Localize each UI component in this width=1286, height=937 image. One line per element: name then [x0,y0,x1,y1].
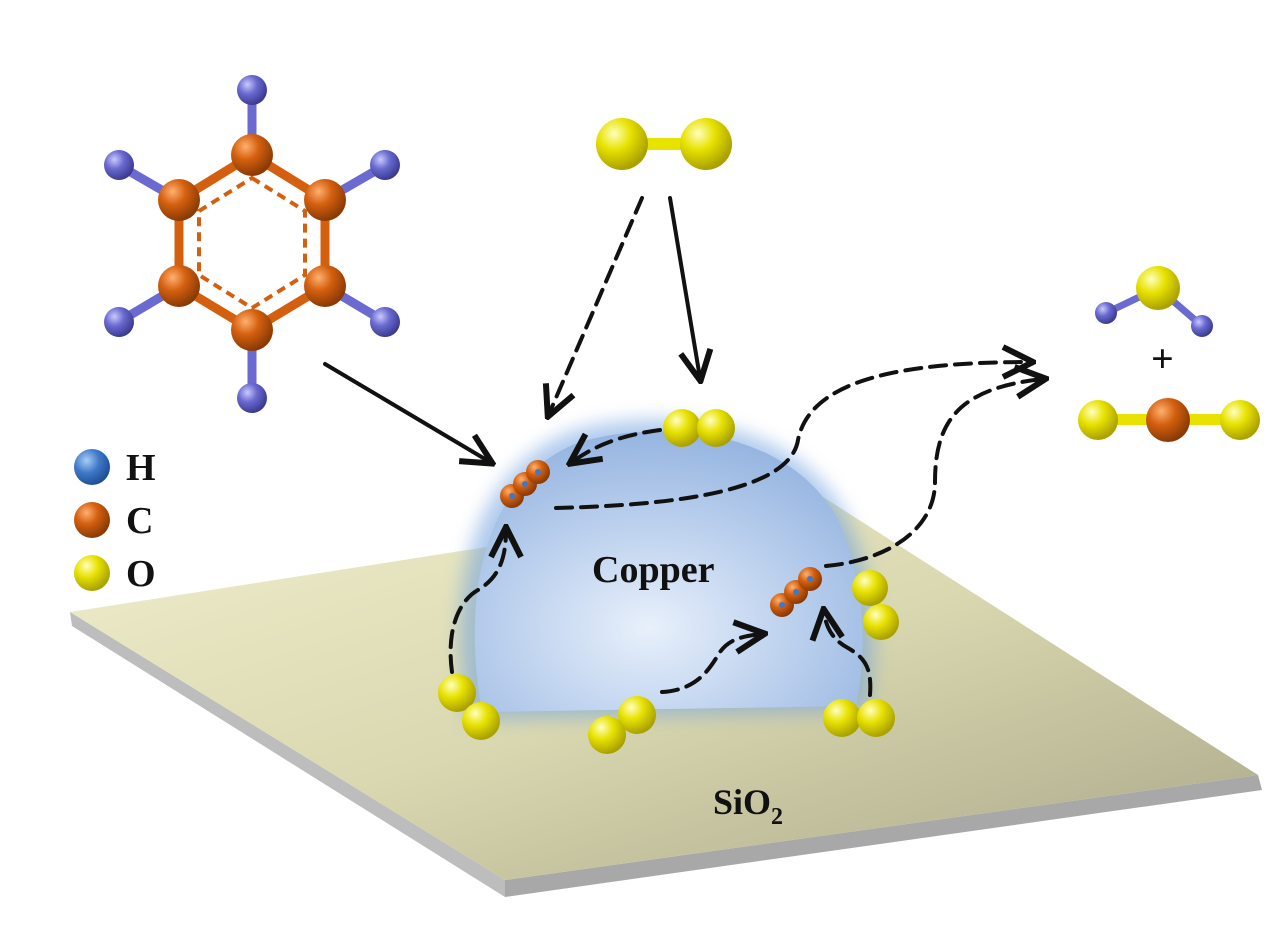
adsorbed-o2-top [663,409,735,447]
arrow-fragment-to-products-lower [824,379,1043,568]
legend-label-o: O [126,553,156,595]
c2-fragment-upper [500,460,550,508]
adsorbed-o2-middle-bottom [588,696,656,754]
carbon-atom [158,179,200,221]
hydrogen-atom [237,383,267,413]
arrow-benzene-to-copper [323,362,490,462]
substrate-side-right [505,775,1262,897]
oxygen-atom [1078,400,1118,440]
plus-sign: + [1151,336,1174,381]
reaction-arrows [323,196,1043,697]
h2o-molecule [1095,266,1213,337]
legend-swatch-o [74,555,110,591]
carbon-atom [304,265,346,307]
sio2-main: SiO [713,782,771,822]
benzene-molecule [104,75,400,413]
sio2-subscript: 2 [771,804,783,830]
adsorbed-o2-right [852,570,899,640]
o2-molecule [596,118,732,170]
sio2-label: SiO2 [713,782,783,830]
legend-swatch-h [74,449,110,485]
legend-swatch-c [74,502,110,538]
benzene-aromatic-ring [197,175,307,311]
carbon-atom [1146,398,1190,442]
hydrogen-atom [370,307,400,337]
hydrogen-atom [1095,302,1117,324]
legend-label-h: H [126,447,156,489]
hydrogen-atom [370,150,400,180]
arrow-o2-to-copper [668,196,700,378]
oxygen-atom [680,118,732,170]
arrow-fragment-to-products-upper [554,362,1030,510]
adsorbed-o2-right-bottom [823,699,895,737]
oxygen-atom [1136,266,1180,310]
copper-label: Copper [592,549,715,591]
oxygen-atom [1220,400,1260,440]
hydrogen-atom [104,150,134,180]
arrow-oxygen-spillover-middle [660,634,762,694]
hydrogen-atom [104,307,134,337]
arrow-oxygen-spillover-right [824,612,873,697]
legend: H C O [74,447,156,595]
substrate-side-front [70,612,505,897]
co2-molecule [1078,398,1260,442]
carbon-atom [231,309,273,351]
legend-label-c: C [126,500,153,542]
carbon-atom [231,134,273,176]
copper-particle [459,419,875,720]
oxygen-atom [596,118,648,170]
c2-fragment-lower [770,567,822,617]
hydrogen-atom [237,75,267,105]
hydrogen-atom [1191,315,1213,337]
carbon-atom [304,179,346,221]
carbon-atom [158,265,200,307]
arrow-o2-to-fragment [549,196,644,414]
arrow-oxygen-to-fragment [572,428,662,462]
arrow-oxygen-spillover-left [448,530,506,674]
adsorbed-o2-left-bottom [438,674,500,740]
